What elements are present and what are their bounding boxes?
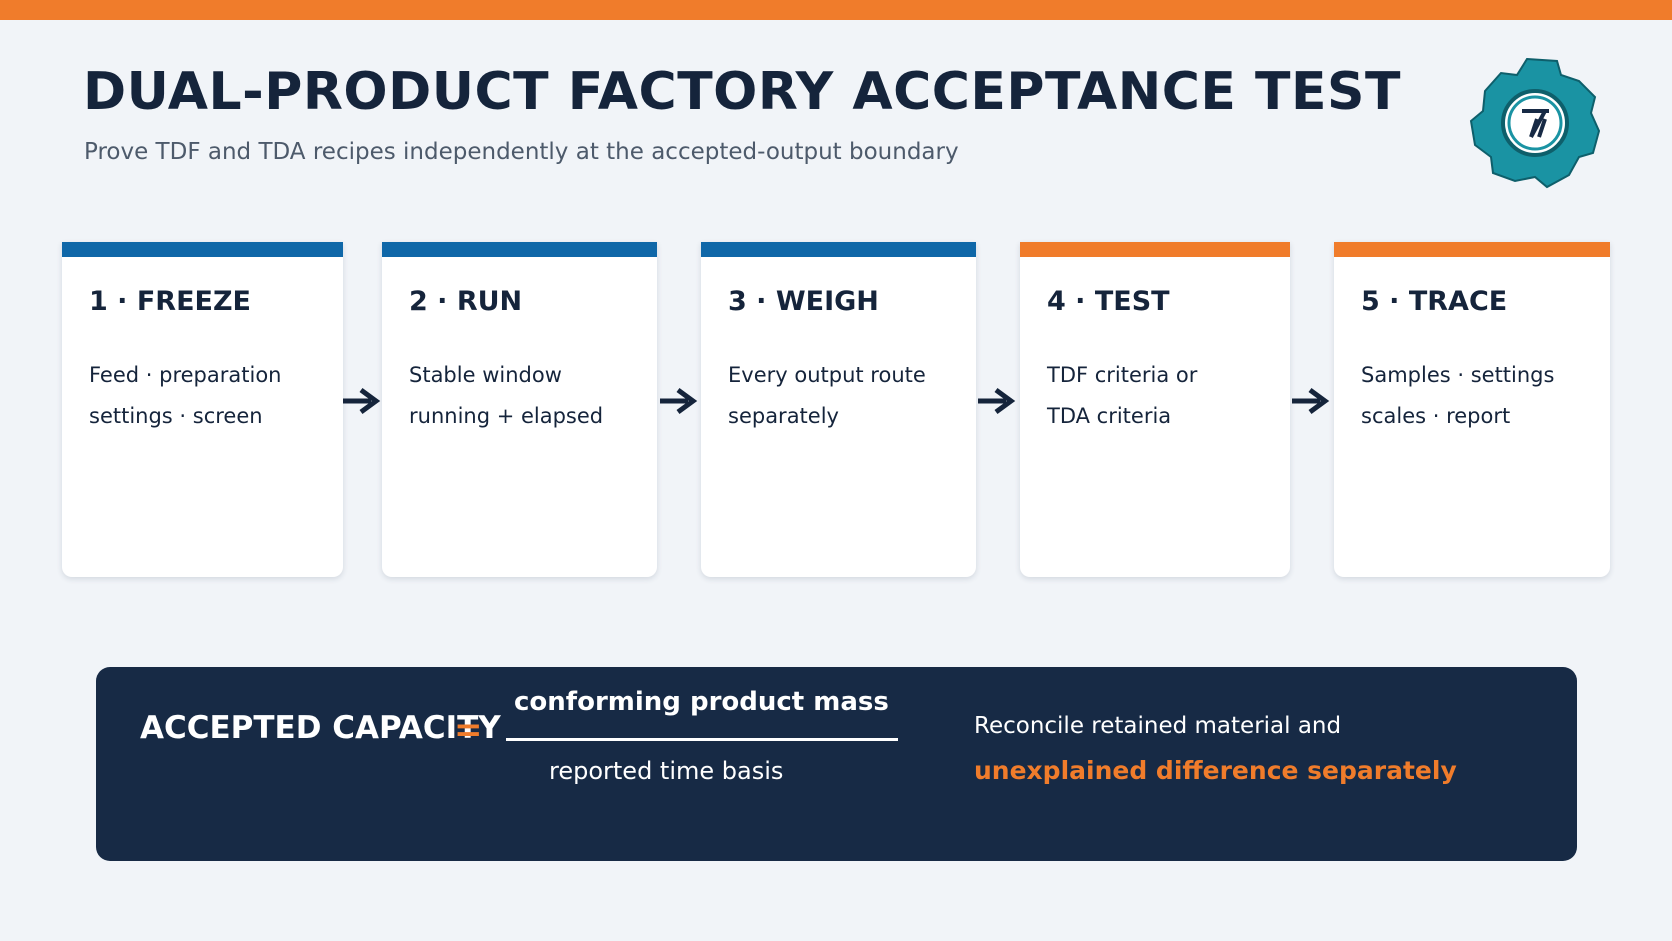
fraction-bar bbox=[506, 738, 898, 741]
equals-sign: = bbox=[454, 710, 483, 750]
formula-denominator: reported time basis bbox=[549, 757, 784, 785]
arrow-right-icon bbox=[978, 387, 1016, 415]
step-card-trace: 5 · TRACE Samples · settings scales · re… bbox=[1334, 242, 1610, 577]
reconcile-note-highlight: unexplained difference separately bbox=[974, 756, 1457, 785]
step-description-line: Feed · preparation bbox=[89, 363, 282, 387]
capacity-formula-panel: ACCEPTED CAPACITY = conforming product m… bbox=[96, 667, 1577, 861]
card-accent-bar bbox=[1020, 242, 1290, 257]
step-description-line: Samples · settings bbox=[1361, 363, 1555, 387]
step-description-line: Stable window bbox=[409, 363, 562, 387]
logo-monogram bbox=[1522, 109, 1549, 138]
reconcile-note: Reconcile retained material and bbox=[974, 713, 1342, 739]
step-title: 3 · WEIGH bbox=[728, 286, 879, 317]
top-accent-bar bbox=[0, 0, 1672, 20]
page-title: DUAL-PRODUCT FACTORY ACCEPTANCE TEST bbox=[83, 62, 1401, 122]
arrow-right-icon bbox=[343, 387, 381, 415]
step-description-line: scales · report bbox=[1361, 404, 1511, 428]
gear-logo-icon bbox=[1469, 57, 1601, 189]
arrow-right-icon bbox=[1292, 387, 1330, 415]
step-description-line: settings · screen bbox=[89, 404, 263, 428]
step-card-weigh: 3 · WEIGH Every output route separately bbox=[701, 242, 976, 577]
step-card-run: 2 · RUN Stable window running + elapsed bbox=[382, 242, 657, 577]
step-description-line: TDF criteria or bbox=[1047, 363, 1198, 387]
step-description-line: TDA criteria bbox=[1047, 404, 1172, 428]
card-accent-bar bbox=[382, 242, 657, 257]
step-description-line: Every output route bbox=[728, 363, 926, 387]
step-description-line: running + elapsed bbox=[409, 404, 604, 428]
card-accent-bar bbox=[1334, 242, 1610, 257]
step-card-test: 4 · TEST TDF criteria or TDA criteria bbox=[1020, 242, 1290, 577]
formula-numerator: conforming product mass bbox=[514, 687, 889, 717]
step-title: 2 · RUN bbox=[409, 286, 523, 317]
card-accent-bar bbox=[701, 242, 976, 257]
arrow-right-icon bbox=[660, 387, 698, 415]
page-subtitle: Prove TDF and TDA recipes independently … bbox=[84, 139, 959, 165]
step-card-freeze: 1 · FREEZE Feed · preparation settings ·… bbox=[62, 242, 343, 577]
step-title: 4 · TEST bbox=[1047, 286, 1170, 317]
card-accent-bar bbox=[62, 242, 343, 257]
step-title: 5 · TRACE bbox=[1361, 286, 1508, 317]
step-description-line: separately bbox=[728, 404, 839, 428]
step-title: 1 · FREEZE bbox=[89, 286, 251, 317]
formula-label: ACCEPTED CAPACITY bbox=[140, 710, 501, 746]
